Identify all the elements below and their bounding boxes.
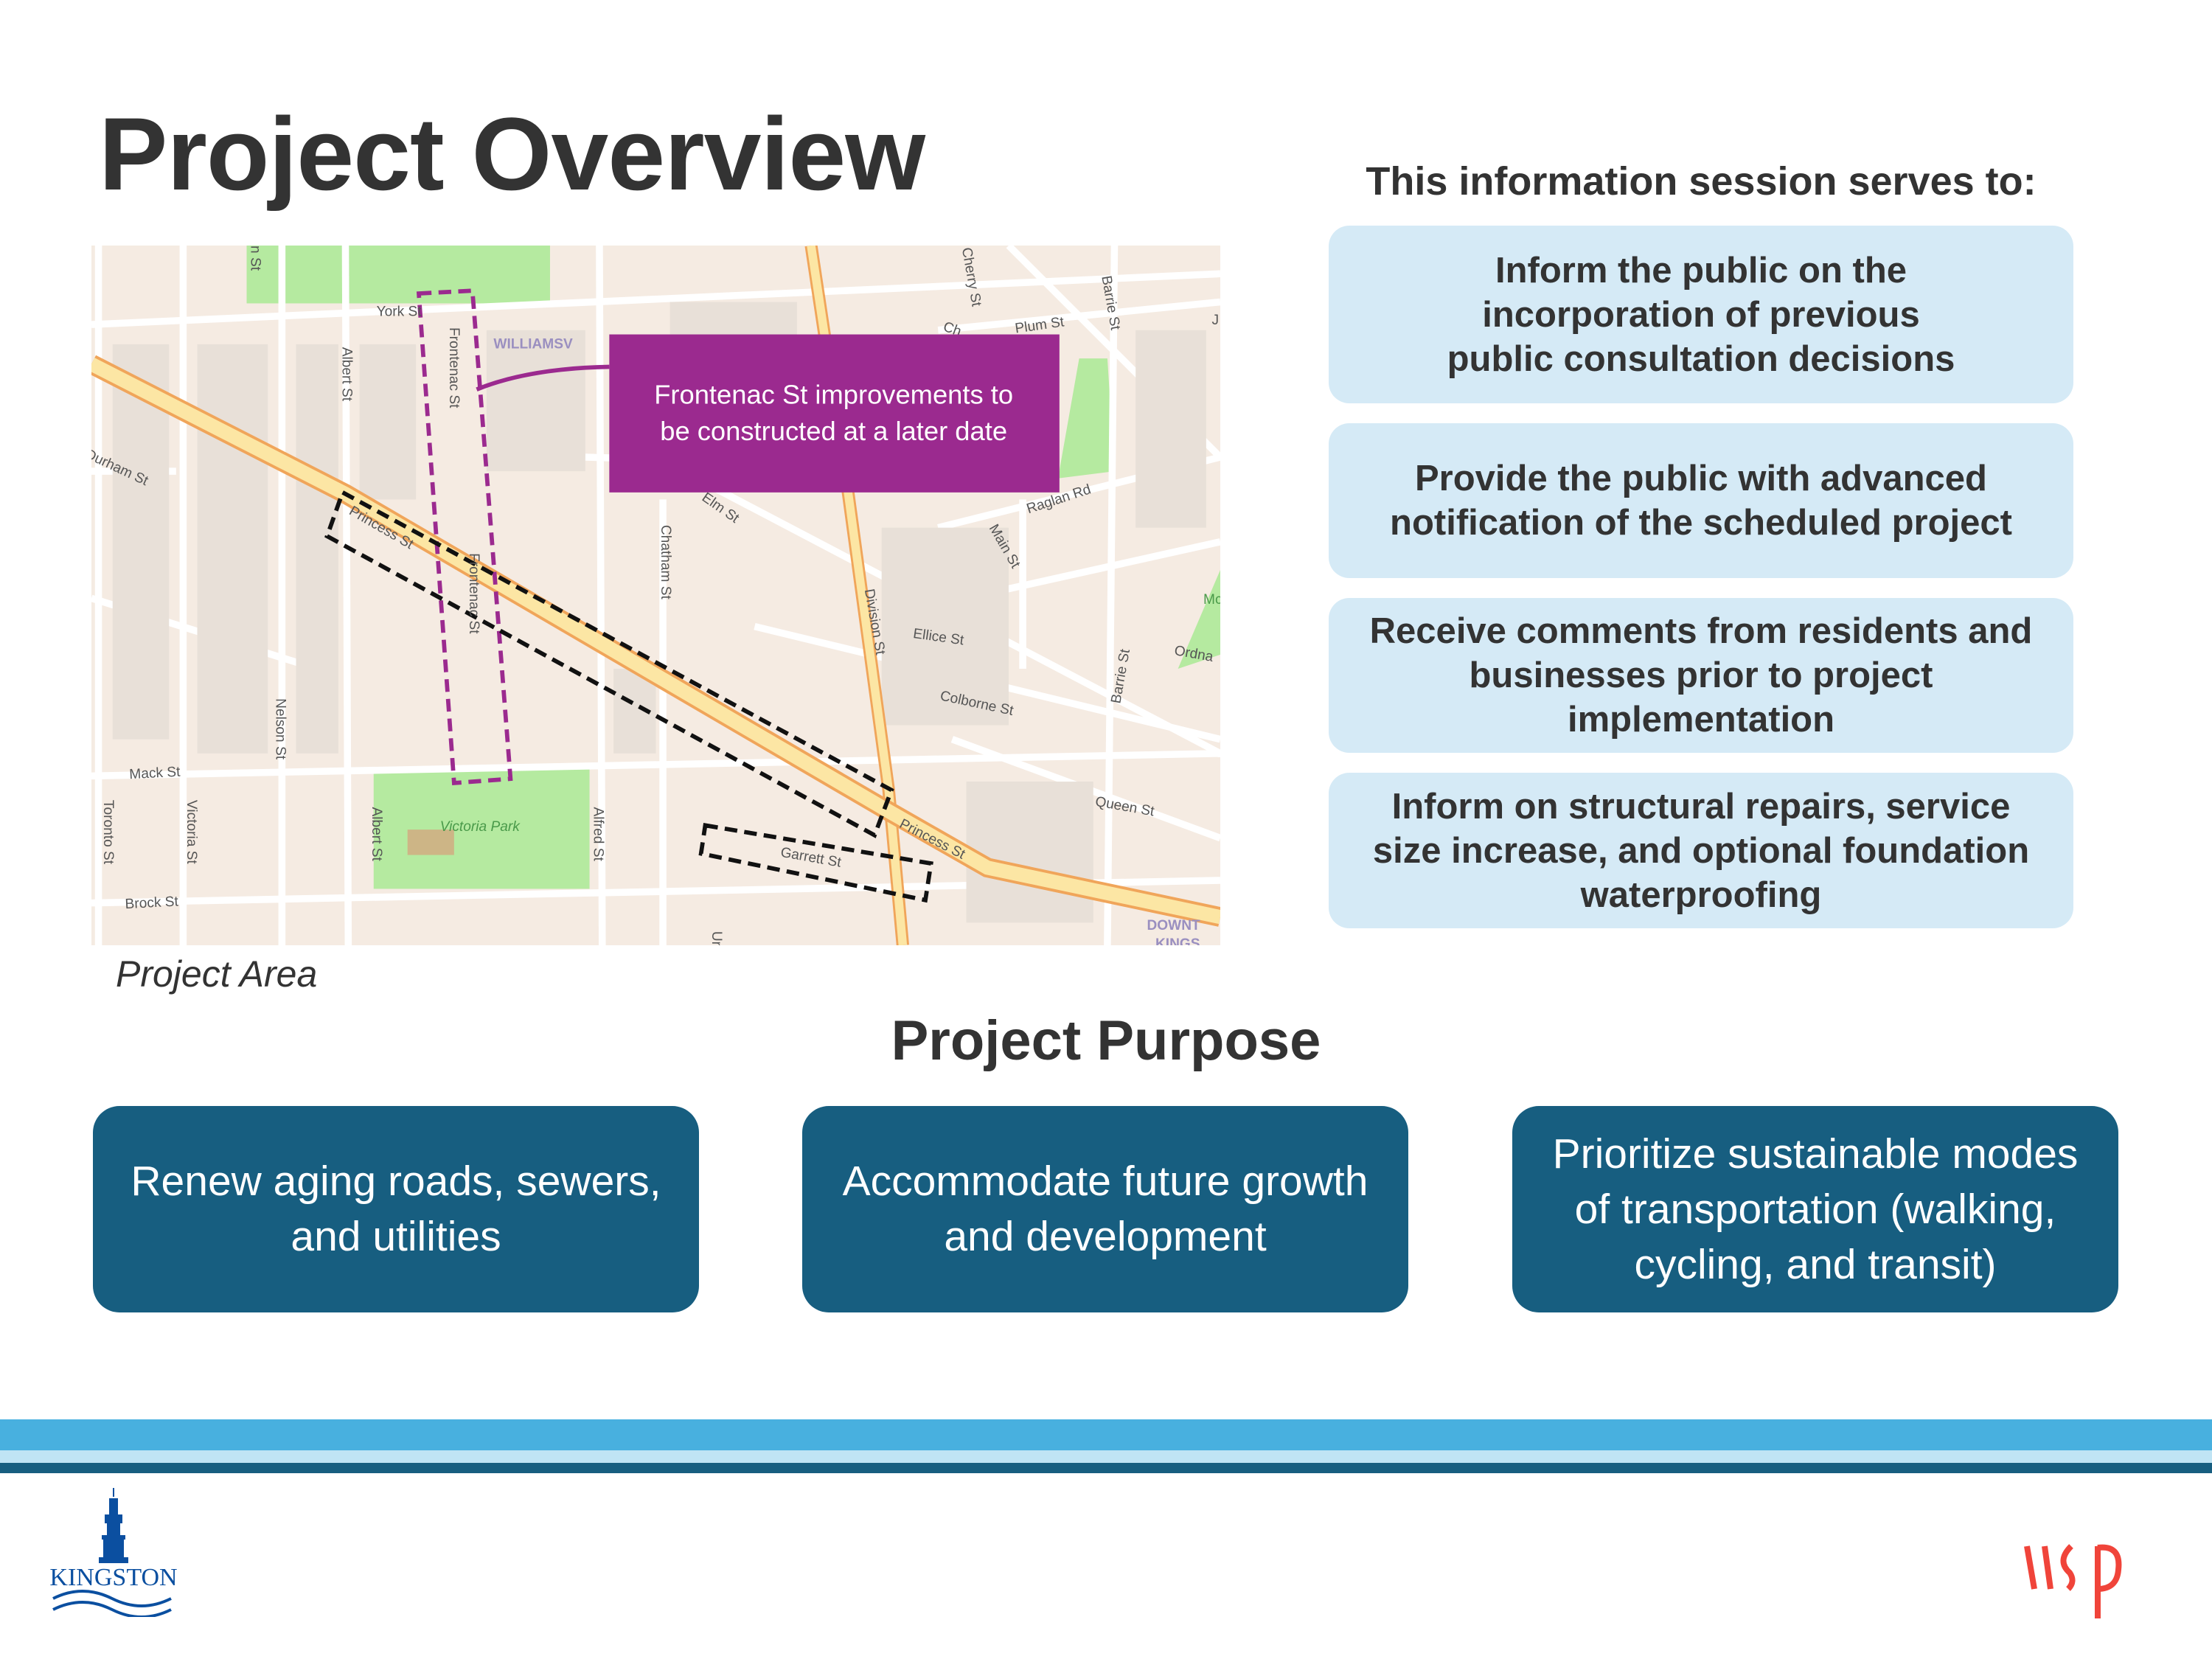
callout-line: be constructed at a later date	[660, 416, 1007, 446]
map-label: Victoria Park	[440, 819, 521, 835]
callout-line: Frontenac St improvements to	[654, 379, 1013, 409]
kingston-wordmark: KINGSTON	[49, 1564, 177, 1591]
map-label: York St	[377, 305, 422, 320]
princess-boundary	[324, 489, 894, 838]
parks	[246, 246, 1220, 889]
map-label: Albert St	[339, 347, 355, 402]
project-area-map[interactable]: York St Frontenac St Albert St WILLIAMSV…	[91, 246, 1220, 945]
map-label: Mc	[1203, 592, 1220, 608]
map-label: Victoria St	[184, 800, 199, 864]
map-caption: Project Area	[116, 953, 318, 995]
map-label: Frontenac St	[466, 553, 481, 634]
building-blocks	[112, 302, 1206, 923]
map-label: DOWNT	[1147, 918, 1200, 933]
footer-stripe-blue	[0, 1419, 2212, 1450]
map-label: WILLIAMSV	[493, 337, 573, 352]
map-label: Toronto St	[100, 800, 116, 865]
map-label: n St	[247, 246, 262, 271]
map-label: Nelson St	[273, 698, 288, 760]
purpose-item: Renew aging roads, sewers,and utilities	[93, 1106, 699, 1312]
session-heading: This information session serves to:	[1366, 159, 2037, 204]
callout-text: Frontenac St improvements to be construc…	[654, 379, 1013, 446]
park-feature	[407, 830, 454, 855]
map-label: Albert St	[369, 807, 384, 861]
map-label: Mack St	[129, 765, 181, 783]
map-label: Frontenac St	[446, 327, 462, 408]
purpose-heading: Project Purpose	[891, 1009, 1321, 1072]
map-label: J	[1212, 313, 1220, 328]
wsp-logo: wsp	[2024, 1537, 2175, 1618]
page-title: Project Overview	[99, 96, 925, 212]
wsp-wordmark: wsp	[2024, 1537, 2025, 1538]
footer-stripe-light	[0, 1450, 2212, 1463]
footer-stripe-dark	[0, 1463, 2212, 1473]
map-label: Un	[709, 931, 724, 945]
callout-box	[609, 334, 1060, 493]
map-label: KINGS	[1155, 936, 1200, 945]
callout-connector	[476, 364, 610, 392]
garrett-boundary	[698, 823, 933, 903]
map-label: Brock St	[125, 894, 179, 912]
kingston-logo: KINGSTON	[46, 1488, 182, 1618]
map-label: Chatham St	[658, 525, 673, 600]
map-label: Alfred St	[590, 807, 605, 861]
frontenac-boundary	[416, 288, 513, 786]
